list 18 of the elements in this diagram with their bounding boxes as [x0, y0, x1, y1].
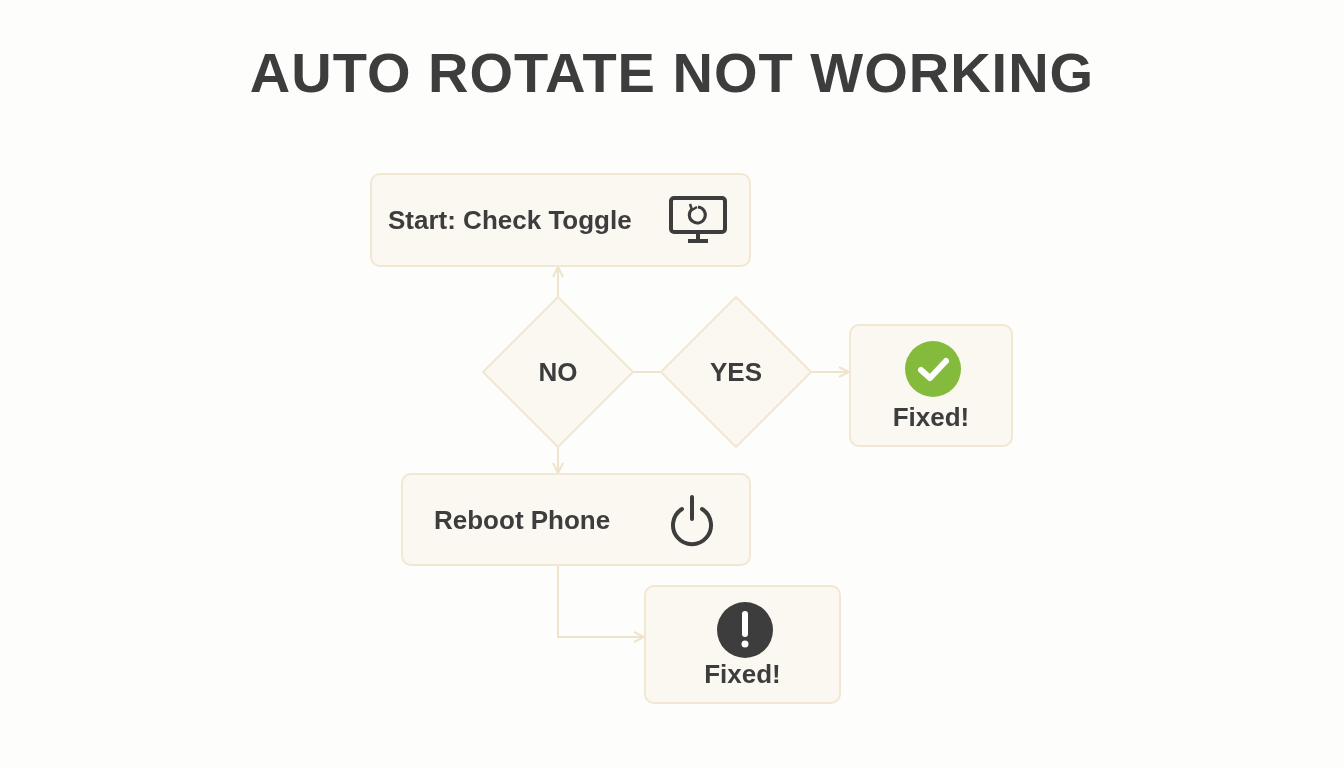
node-label: NO: [537, 356, 579, 388]
node-label: Fixed!: [703, 659, 782, 690]
process-box: [849, 324, 1013, 447]
process-box: [644, 585, 841, 704]
node-label: Fixed!: [891, 402, 971, 433]
diagram-title: AUTO ROTATE NOT WORKING: [248, 40, 1096, 105]
connector-line: [633, 371, 661, 373]
arrow: [552, 447, 564, 474]
arrow: [557, 565, 645, 643]
process-box: [370, 173, 751, 267]
decision-diamond: [482, 296, 634, 448]
arrow: [552, 266, 564, 297]
arrow: [811, 366, 850, 378]
decision-diamond: [660, 296, 812, 448]
node-label: YES: [709, 356, 763, 388]
node-label: Reboot Phone: [434, 504, 611, 535]
process-box: [401, 473, 751, 566]
node-label: Start: Check Toggle: [388, 204, 632, 236]
